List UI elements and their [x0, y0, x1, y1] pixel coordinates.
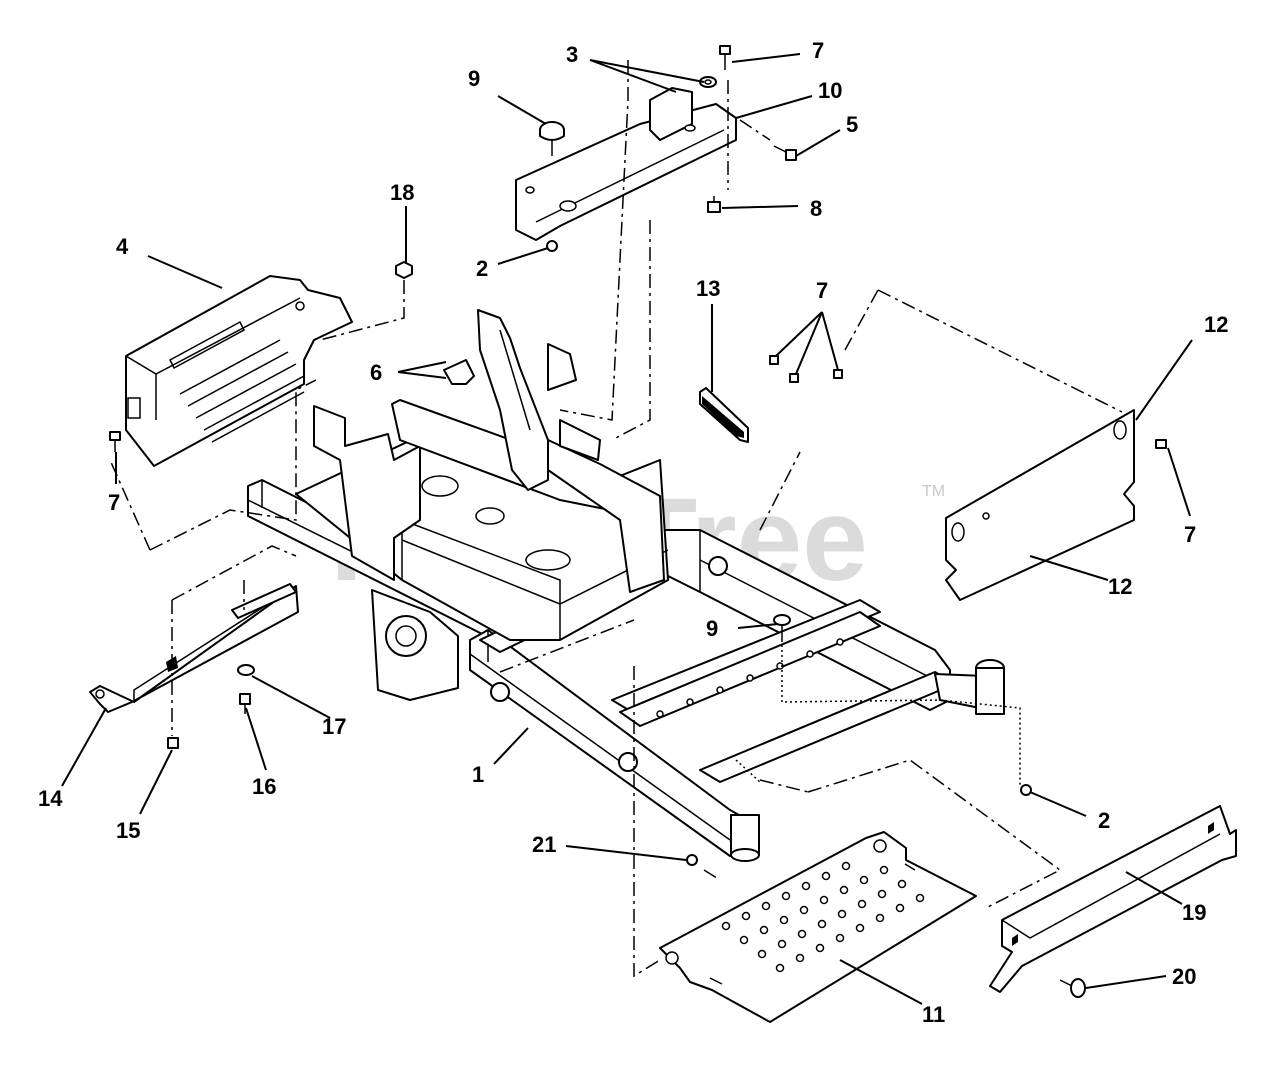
callout-12: 12 [1204, 312, 1228, 337]
watermark-tm: TM [922, 483, 945, 500]
callout-11: 11 [922, 1002, 945, 1027]
callout-17: 17 [322, 714, 346, 739]
callout-7: 7 [812, 38, 824, 63]
hardware-group [109, 45, 1167, 998]
callout-14: 14 [38, 786, 63, 811]
callout-13: 13 [696, 276, 720, 301]
main-frame-part[interactable] [247, 309, 1005, 862]
callout-9: 9 [706, 616, 718, 641]
floor-plate-part[interactable] [659, 831, 977, 1023]
leader-lines [61, 53, 1193, 1005]
callout-labels: 3 9 7 10 5 8 2 4 18 6 7 13 7 12 7 12 9 1… [38, 38, 1228, 1027]
cover-plate-part[interactable] [699, 387, 749, 443]
battery-tray-part[interactable] [125, 275, 353, 467]
callout-18: 18 [390, 180, 414, 205]
callout-21: 21 [532, 832, 556, 857]
side-bracket-part[interactable] [989, 805, 1237, 993]
callout-8: 8 [810, 196, 822, 221]
callout-5: 5 [846, 112, 858, 137]
callout-12: 12 [1108, 574, 1132, 599]
callout-7: 7 [108, 490, 120, 515]
callout-15: 15 [116, 818, 140, 843]
lower-bracket-part[interactable] [89, 583, 299, 713]
side-panel-part[interactable] [945, 409, 1135, 601]
callout-2: 2 [476, 256, 488, 281]
callout-10: 10 [818, 78, 842, 103]
callout-9: 9 [468, 66, 480, 91]
seat-bracket-part[interactable] [515, 87, 737, 241]
callout-3: 3 [566, 42, 578, 67]
callout-7: 7 [1184, 522, 1196, 547]
callout-19: 19 [1182, 900, 1206, 925]
callout-1: 1 [472, 762, 484, 787]
assembly-lines [109, 60, 1123, 978]
callout-2: 2 [1098, 808, 1110, 833]
callout-7: 7 [816, 278, 828, 303]
callout-6: 6 [370, 360, 382, 385]
callout-16: 16 [252, 774, 276, 799]
callout-4: 4 [116, 234, 129, 259]
callout-20: 20 [1172, 964, 1196, 989]
